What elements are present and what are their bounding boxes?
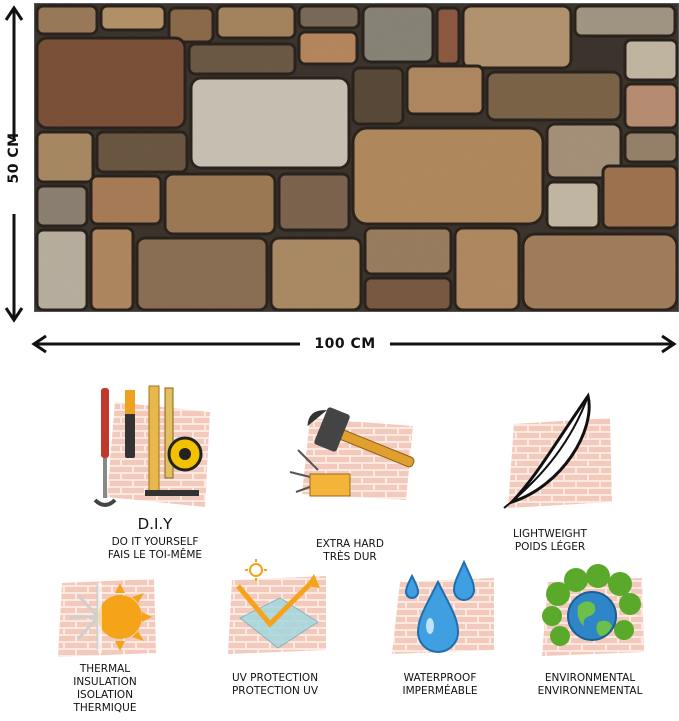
feature-line: ISOLATION <box>76 689 134 701</box>
feature-diy: D.I.Y DO IT YOURSELF FAIS LE TOI-MÊME <box>70 515 240 562</box>
feature-line: LIGHTWEIGHT <box>513 528 587 540</box>
feature-lightweight: LIGHTWEIGHT POIDS LÉGER <box>490 528 610 554</box>
width-label: 100 CM <box>300 336 390 352</box>
feature-line: WATERPROOF <box>403 672 477 684</box>
earth-icon <box>542 564 644 656</box>
feather-icon <box>503 392 612 509</box>
feature-line: DO IT YOURSELF <box>111 536 199 548</box>
water-drops-icon <box>392 560 494 654</box>
feature-line: INSULATION <box>73 676 137 688</box>
feature-line: ENVIRONMENTAL <box>544 672 636 684</box>
feature-line: THERMAL <box>79 663 131 675</box>
feature-line: THERMIQUE <box>73 702 137 714</box>
stone-panel-image <box>34 3 679 312</box>
feature-line: TRÈS DUR <box>323 551 377 563</box>
feature-line: IMPERMÉABLE <box>402 685 478 697</box>
feature-thermal: THERMAL INSULATION ISOLATION THERMIQUE <box>55 663 155 715</box>
height-arrow <box>4 5 24 323</box>
hammer-icon <box>289 407 415 500</box>
feature-extra-hard: EXTRA HARD TRÈS DUR <box>290 538 410 564</box>
feature-environmental: ENVIRONMENTAL ENVIRONNEMENTAL <box>525 672 655 698</box>
feature-waterproof: WATERPROOF IMPERMÉABLE <box>385 672 495 698</box>
feature-uv: UV PROTECTION PROTECTION UV <box>220 672 330 698</box>
snowflake-sun-icon <box>58 579 156 657</box>
tools-icon <box>93 385 210 507</box>
feature-line: POIDS LÉGER <box>514 541 586 553</box>
feature-line: FAIS LE TOI-MÊME <box>107 549 203 561</box>
diy-title: D.I.Y <box>137 515 173 533</box>
height-label: 50 CM <box>6 132 22 184</box>
feature-line: EXTRA HARD <box>316 538 384 550</box>
feature-line: UV PROTECTION <box>231 672 319 684</box>
feature-line: PROTECTION UV <box>231 685 319 697</box>
feature-line: ENVIRONNEMENTAL <box>537 685 643 697</box>
uv-shield-icon <box>228 559 326 654</box>
